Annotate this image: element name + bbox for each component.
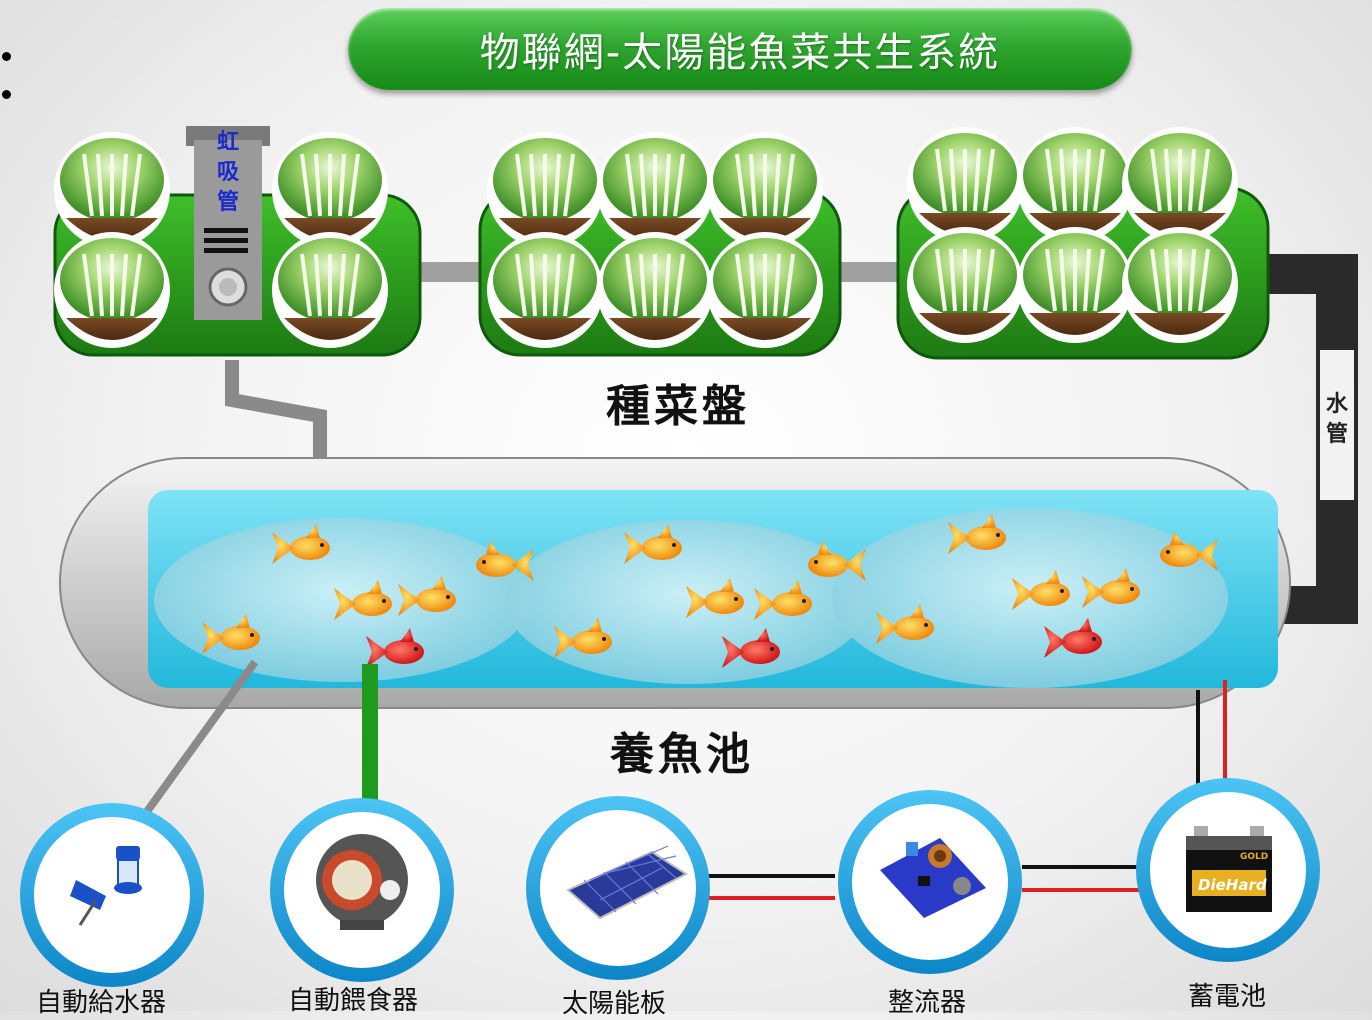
battery-brand: DieHard: [1198, 876, 1267, 894]
device-label-battery: 蓄電池: [1188, 982, 1267, 1012]
lettuce-icon: [272, 132, 388, 248]
lettuce-icon: [487, 132, 603, 248]
device-label-solar-panel: 太陽能板: [562, 989, 667, 1019]
goldfish-icon: [686, 578, 744, 618]
fish-pond-label: 養魚池: [610, 729, 754, 780]
lettuce-icon: [1122, 127, 1238, 243]
lettuce-icon: [707, 232, 823, 348]
goldfish-icon: [876, 604, 934, 644]
lettuce-plants: [54, 127, 1238, 348]
goldfish-icon: [754, 580, 812, 620]
goldfish-icon: [1082, 568, 1140, 608]
lettuce-icon: [1122, 227, 1238, 343]
device-label-water-feeder: 自動給水器: [36, 988, 167, 1018]
rectifier-board-icon: [880, 838, 986, 918]
red-fish-icon: [366, 628, 424, 668]
goldfish-group: [202, 514, 1218, 668]
lettuce-icon: [707, 132, 823, 248]
food-feeder-line: [362, 664, 378, 804]
goldfish-icon: [554, 618, 612, 658]
lettuce-icon: [597, 232, 713, 348]
lettuce-icon: [597, 132, 713, 248]
lettuce-icon: [1017, 127, 1133, 243]
battery-sub-brand: GOLD: [1240, 852, 1269, 862]
lettuce-icon: [907, 227, 1023, 343]
goldfish-icon: [1160, 531, 1218, 571]
goldfish-icon: [202, 614, 260, 654]
goldfish-icon: [398, 576, 456, 616]
car-battery-icon: [1186, 826, 1272, 912]
siphon-device: [186, 126, 270, 320]
goldfish-icon: [272, 524, 330, 564]
planting-tray-label: 種菜盤: [606, 381, 750, 432]
lettuce-icon: [1017, 227, 1133, 343]
goldfish-icon: [334, 580, 392, 620]
lettuce-icon: [272, 232, 388, 348]
solar-panel-icon: [566, 845, 688, 920]
goldfish-icon: [476, 541, 534, 581]
lettuce-icon: [54, 232, 170, 348]
goldfish-icon: [808, 541, 866, 581]
water-pipe: [1264, 254, 1358, 624]
title-banner: 物聯網-太陽能魚菜共生系統: [348, 8, 1132, 90]
bullet-dot: [2, 52, 11, 61]
lettuce-icon: [487, 232, 603, 348]
page-title: 物聯網-太陽能魚菜共生系統: [479, 30, 1001, 76]
red-fish-icon: [1044, 618, 1102, 658]
device-label-auto-feeder: 自動餵食器: [288, 986, 419, 1016]
water-feeder-icon: [70, 846, 142, 926]
auto-feeder-icon: [316, 834, 408, 930]
bullet-dot: [2, 90, 11, 99]
red-fish-icon: [722, 628, 780, 668]
device-ring-water-feeder: [20, 803, 204, 987]
power-wiring: [705, 680, 1227, 900]
water-feeder-line: [126, 659, 259, 838]
goldfish-icon: [624, 524, 682, 564]
lettuce-icon: [907, 127, 1023, 243]
tray-connector-pipes: [410, 262, 910, 282]
goldfish-icon: [1012, 570, 1070, 610]
device-label-rectifier: 整流器: [888, 988, 967, 1018]
siphon-label: 虹 吸 管: [216, 130, 239, 215]
goldfish-icon: [948, 514, 1006, 554]
lettuce-icon: [54, 132, 170, 248]
water-pipe-label: 水 管: [1325, 392, 1348, 447]
